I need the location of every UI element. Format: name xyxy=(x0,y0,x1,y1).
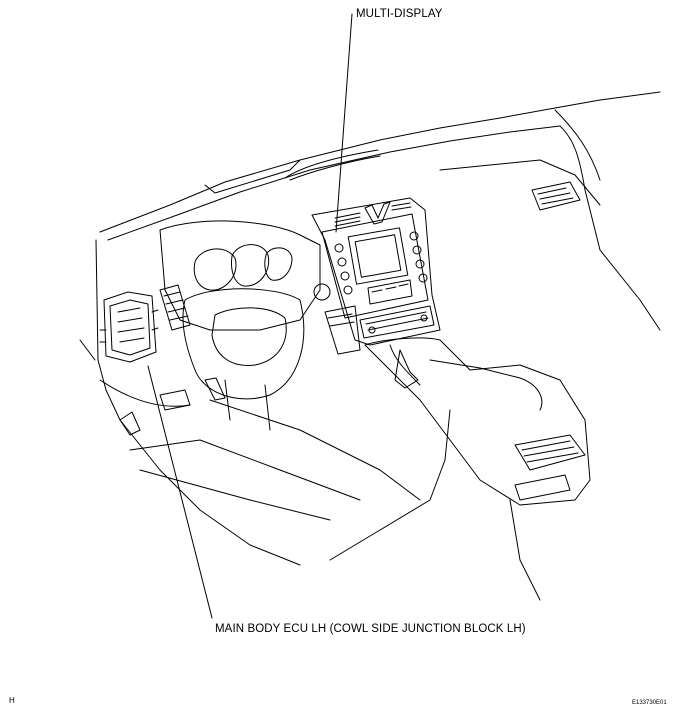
main-body-ecu-leader-line xyxy=(147,365,213,619)
steering-wheel-and-cluster xyxy=(159,220,331,431)
right-air-vent xyxy=(531,181,581,211)
center-stack xyxy=(311,197,441,355)
dashboard-outline xyxy=(99,91,661,331)
center-console xyxy=(329,337,591,601)
left-air-vent xyxy=(159,284,191,331)
corner-mark-left: H xyxy=(9,696,15,705)
multi-display-leader-line xyxy=(335,13,353,233)
main-body-ecu-callout: MAIN BODY ECU LH (COWL SIDE JUNCTION BLO… xyxy=(215,623,526,635)
figure-id: E133730E01 xyxy=(632,700,667,706)
multi-display-callout: MULTI-DISPLAY xyxy=(356,8,443,20)
main-body-ecu xyxy=(99,291,159,363)
